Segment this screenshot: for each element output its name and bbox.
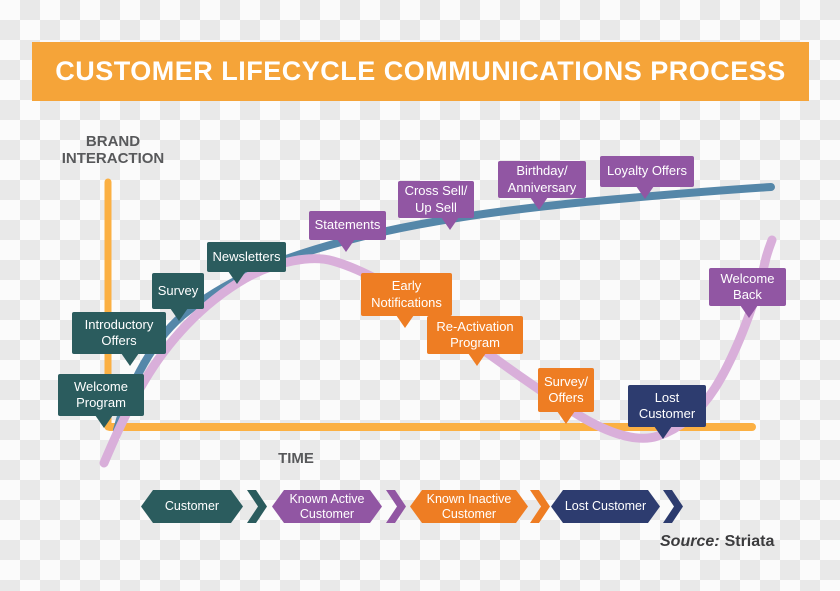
x-axis-label: TIME (278, 450, 314, 467)
source-attribution: Source:Striata (660, 533, 774, 551)
callout-pointer (654, 426, 673, 439)
callout-introductory-offers: Introductory Offers (72, 312, 166, 366)
callout-pointer (440, 217, 459, 230)
callout-re-activation-program: Re-Activation Program (427, 316, 523, 366)
stage-customer: Customer (141, 490, 243, 523)
callout-welcome-back: Welcome Back (709, 268, 786, 318)
callout-pointer (740, 305, 759, 318)
callout-pointer (228, 271, 247, 284)
stage-known-inactive-customer: Known Inactive Customer (410, 490, 528, 523)
callout-pointer (557, 411, 575, 424)
callout-loyalty-offers: Loyalty Offers (600, 156, 694, 199)
y-axis-label: BRAND INTERACTION (61, 133, 165, 168)
callout-newsletters: Newsletters (207, 242, 286, 284)
callout-lost-customer: Lost Customer (628, 385, 706, 439)
callout-birthday-anniversary: Birthday/ Anniversary (498, 161, 586, 210)
stage-known-active-customer: Known Active Customer (272, 490, 382, 523)
callout-pointer (636, 186, 655, 199)
title-banner: CUSTOMER LIFECYCLE COMMUNICATIONS PROCES… (32, 42, 809, 101)
callout-pointer (121, 353, 140, 366)
callout-early-notifications: Early Notifications (361, 273, 452, 328)
page-title: CUSTOMER LIFECYCLE COMMUNICATIONS PROCES… (55, 56, 786, 86)
callout-pointer (467, 353, 486, 366)
callout-statements: Statements (309, 211, 386, 252)
source-prefix: Source: (660, 533, 720, 550)
callout-welcome-program: Welcome Program (58, 374, 144, 428)
callout-pointer (530, 197, 549, 210)
callout-survey-offers: Survey/ Offers (538, 368, 594, 424)
callout-cross-sell-up-sell: Cross Sell/ Up Sell (398, 181, 474, 230)
callout-pointer (336, 239, 355, 252)
stage-lost-customer: Lost Customer (551, 490, 660, 523)
callout-pointer (395, 315, 414, 328)
callout-pointer (94, 415, 113, 428)
callout-survey: Survey (152, 273, 204, 321)
callout-pointer (170, 308, 189, 321)
source-name: Striata (724, 533, 775, 550)
